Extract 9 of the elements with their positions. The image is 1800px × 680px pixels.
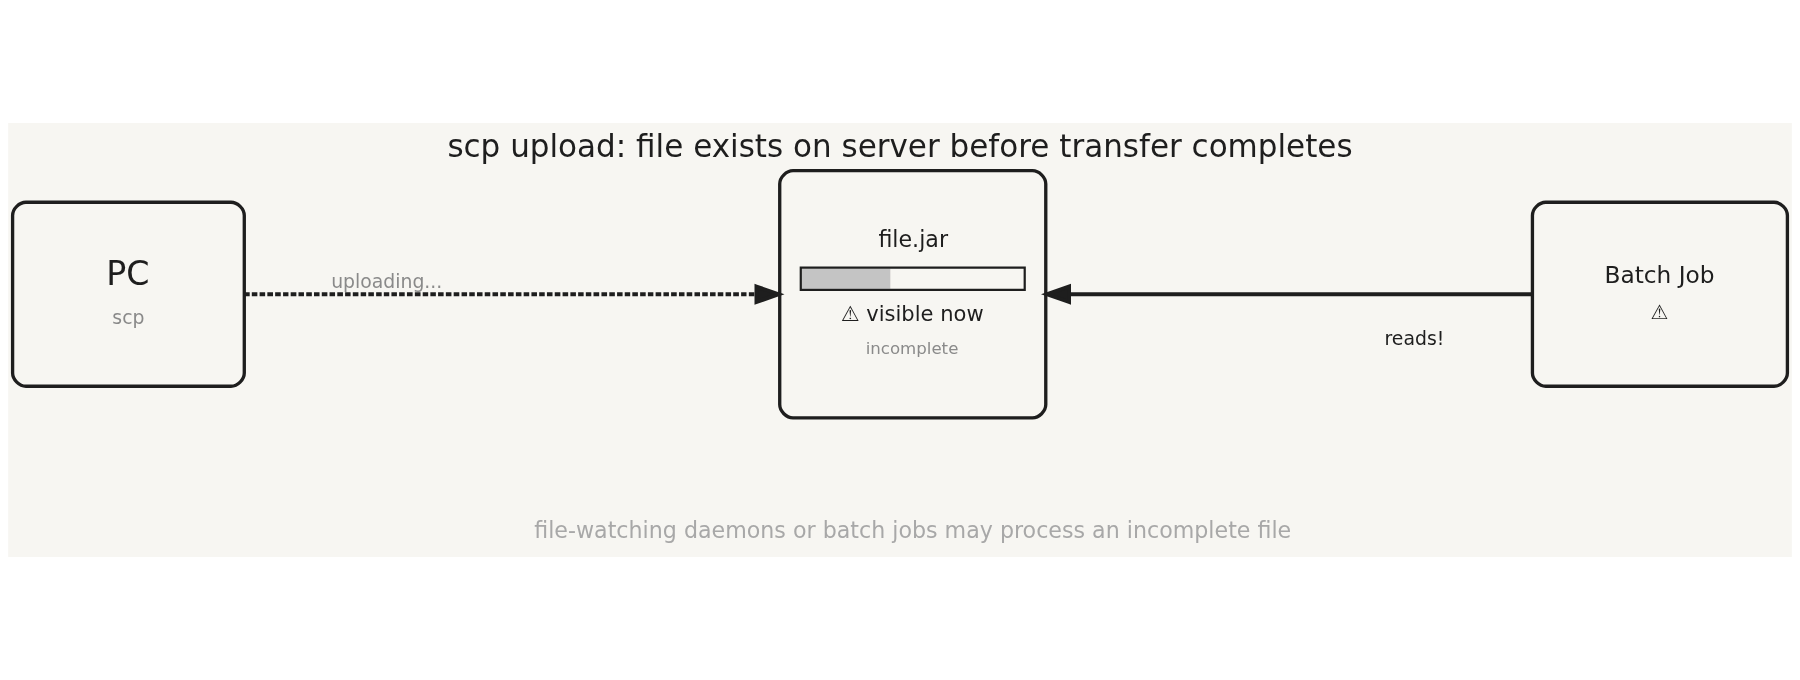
- edge-label: uploading...: [331, 271, 443, 293]
- diagram-title: scp upload: file exists on server before transfer completes: [447, 127, 1353, 164]
- node-box: Batch Job ⚠: [1530, 200, 1790, 388]
- edge-label: reads!: [1384, 327, 1445, 349]
- node-box: file.jar ⚠ visible now incomplete: [778, 169, 1048, 420]
- arrow: [1041, 283, 1533, 305]
- arrow: [244, 283, 785, 305]
- node-box: PC scp: [10, 200, 246, 388]
- caption: file-watching daemons or batch jobs may process an incomplete file: [534, 517, 1292, 544]
